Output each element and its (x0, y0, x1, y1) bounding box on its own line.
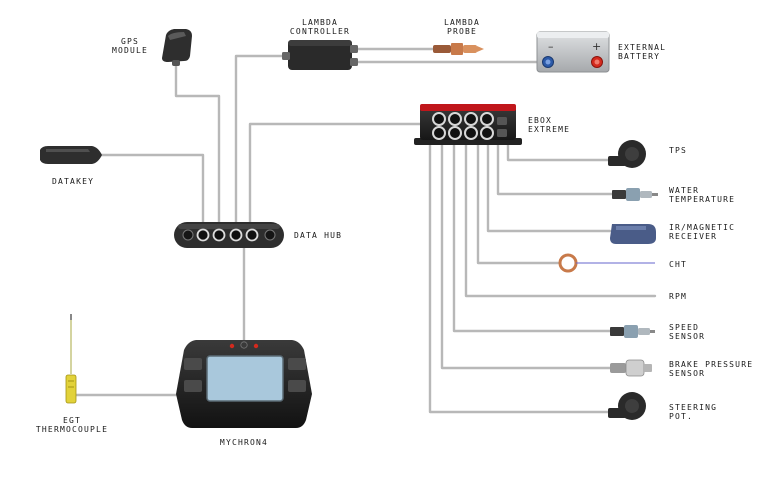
hub-port (196, 228, 210, 242)
ebox-extreme-label: EBOX EXTREME (528, 116, 570, 134)
sensor-label-rpm-line1: RPM (669, 292, 688, 301)
sensor-label-brake-line1: BRAKE PRESSURE (669, 360, 754, 369)
ebox-port (448, 112, 462, 126)
brake-pressure-sensor (610, 359, 652, 377)
tps-sensor (608, 140, 646, 168)
svg-text:–: – (548, 40, 554, 53)
sensor-label-steering-line2: POT. (669, 412, 694, 421)
cable-cht (476, 142, 560, 265)
cable-rpm (464, 142, 657, 298)
data-hub-label-line1: DATA HUB (294, 231, 343, 240)
cable-gps (174, 64, 221, 234)
sensor-label-cht: CHT (669, 260, 687, 269)
cable-datakey (98, 153, 205, 234)
lambda-probe (433, 43, 484, 55)
sensor-label-speed-line1: SPEED (669, 323, 700, 332)
egt-thermocouple (65, 314, 77, 404)
cable-brake (440, 142, 612, 370)
sensor-label-tps-line1: TPS (669, 146, 688, 155)
cable-ebox (248, 122, 422, 234)
sensor-label-brake-line2: SENSOR (669, 369, 706, 378)
lambda-controller (282, 40, 358, 70)
sensor-label-water-line1: WATER (669, 186, 700, 195)
ebox-port (464, 112, 478, 126)
mychron4-label: MYCHRON4 (204, 438, 284, 447)
cable-lambda-controller (234, 54, 290, 234)
ebox-connector (497, 129, 507, 137)
sensor-label-ir-magnetic: IR/MAGNETIC RECEIVER (669, 223, 735, 241)
mychron4-label-line1: MYCHRON4 (219, 438, 269, 447)
lambda-probe-label-line1: LAMBDA (443, 18, 481, 27)
gps-module (162, 29, 192, 66)
steering-pot-sensor (608, 392, 646, 420)
cable-speed (452, 142, 612, 333)
ebox-connector (497, 117, 507, 125)
ebox-ports (432, 112, 507, 140)
lambda-controller-label-line2: CONTROLLER (289, 27, 351, 36)
gps-label-line2: MODULE (111, 46, 149, 55)
hub-port (229, 228, 243, 242)
ebox-extreme (414, 104, 522, 145)
lambda-controller-label-line1: LAMBDA (301, 18, 339, 27)
cht-sensor (558, 253, 655, 273)
sensor-label-water-temperature: WATER TEMPERATURE (669, 186, 735, 204)
hub-ports (196, 228, 259, 242)
cable-tps (506, 142, 612, 162)
lambda-probe-label: LAMBDA PROBE (432, 18, 492, 36)
sensor-label-steering-pot: STEERING POT. (669, 403, 717, 421)
mychron4-dashboard (176, 340, 312, 428)
egt-thermocouple-label: EGT THERMOCOUPLE (30, 416, 114, 434)
ebox-port (448, 126, 462, 140)
speed-sensor (610, 325, 655, 338)
ir-magnetic-receiver (610, 224, 656, 244)
battery-label-line2: BATTERY (618, 52, 661, 61)
lambda-controller-label: LAMBDA CONTROLLER (280, 18, 360, 36)
sensor-label-rpm: RPM (669, 292, 687, 301)
sensor-label-cht-line1: CHT (669, 260, 688, 269)
ebox-port (480, 112, 494, 126)
egt-label-line2: THERMOCOUPLE (35, 425, 109, 434)
cable-steering (428, 142, 612, 414)
sensor-label-speed: SPEED SENSOR (669, 323, 705, 341)
data-hub-label: DATA HUB (294, 231, 342, 240)
cable-ir (486, 142, 612, 233)
hub-port (212, 228, 226, 242)
ebox-port (464, 126, 478, 140)
data-hub (174, 222, 284, 248)
cables (73, 47, 657, 414)
lambda-probe-label-line2: PROBE (446, 27, 478, 36)
sensor-label-brake-pressure: BRAKE PRESSURE SENSOR (669, 360, 753, 378)
gps-module-label: GPS MODULE (106, 37, 154, 55)
battery-label-line1: EXTERNAL (618, 43, 667, 52)
external-battery: – + (536, 31, 610, 73)
ebox-port (480, 126, 494, 140)
sensor-label-ir-line2: RECEIVER (669, 232, 718, 241)
hub-port (245, 228, 259, 242)
water-temperature-sensor (612, 188, 658, 201)
gps-label-line1: GPS (120, 37, 140, 46)
datakey (40, 146, 102, 164)
ebox-label-line2: EXTREME (528, 125, 571, 134)
external-battery-label: EXTERNAL BATTERY (618, 43, 666, 61)
sensor-label-water-line2: TEMPERATURE (669, 195, 736, 204)
sensor-label-steering-line1: STEERING (669, 403, 718, 412)
datakey-label: DATAKEY (52, 177, 94, 186)
sensor-label-speed-line2: SENSOR (669, 332, 706, 341)
egt-label-line1: EGT (62, 416, 82, 425)
svg-text:+: + (592, 40, 601, 53)
sensor-label-ir-line1: IR/MAGNETIC (669, 223, 736, 232)
ebox-port (432, 112, 446, 126)
datakey-label-line1: DATAKEY (52, 177, 95, 186)
ebox-label-line1: EBOX (528, 116, 553, 125)
sensor-label-tps: TPS (669, 146, 687, 155)
cable-water (496, 142, 614, 196)
ebox-port (432, 126, 446, 140)
